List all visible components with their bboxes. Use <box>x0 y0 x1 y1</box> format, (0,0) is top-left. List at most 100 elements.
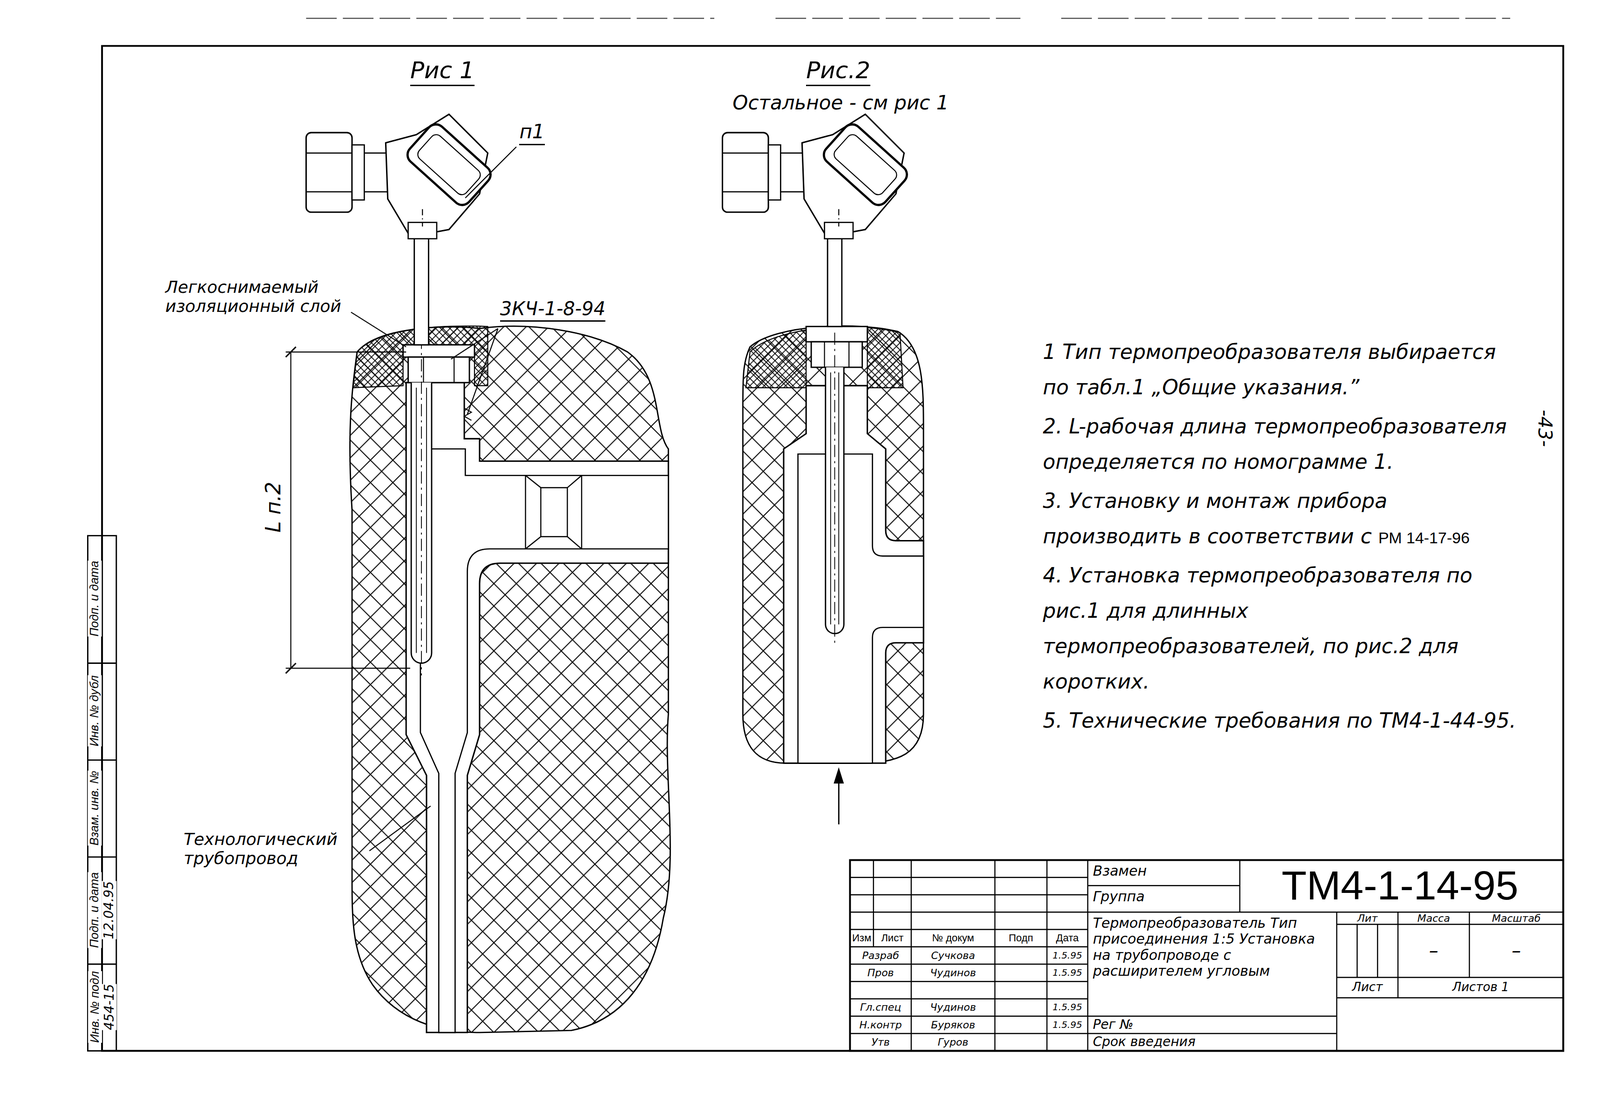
table-cell: 1.5.95 <box>1052 1019 1083 1031</box>
table-header: Лист <box>881 932 904 944</box>
table-cell: 1.5.95 <box>1052 967 1083 979</box>
reference-code: РМ 14-17-96 <box>1378 528 1470 547</box>
figure-title: Рис.2 <box>806 57 871 87</box>
note-paragraph: 3. Установку и монтаж прибора производит… <box>1043 485 1523 557</box>
title-block-field: Взамен <box>1092 863 1147 880</box>
label-holder: п1 <box>519 120 545 146</box>
stamp-header: Инв. № подл <box>88 971 102 1044</box>
note-paragraph: 2. L-рабочая длина термопреобразователя … <box>1043 411 1523 482</box>
label-holder: Технологический трубопровод <box>183 829 373 869</box>
label-holder: Чудинов <box>929 1001 976 1014</box>
table-cell: Чудинов <box>929 1001 976 1014</box>
label-holder: Рис.2 <box>806 57 871 87</box>
label-holder: Утв <box>871 1036 890 1049</box>
table-cell: Разраб <box>861 949 899 962</box>
notes-column: 1 Тип термопреобразователя выбирается по… <box>1043 336 1523 745</box>
document-title: Термопреобразователь Тип присоединения 1… <box>1092 915 1334 980</box>
title-block-field: Масса <box>1417 912 1451 925</box>
label-holder: Листов 1 <box>1452 980 1510 995</box>
table-cell: Буряков <box>930 1019 976 1031</box>
stamp-header: Подп. и дата <box>88 872 102 949</box>
table-cell: 1.5.95 <box>1052 1002 1083 1013</box>
figure-note: Остальное - см рис 1 <box>732 91 949 115</box>
label-holder: Лит <box>1357 912 1378 925</box>
table-cell: Чудинов <box>929 967 976 979</box>
label-holder: Легкоснимаемый изоляционный слой <box>165 277 354 317</box>
label-holder: Изм <box>852 932 872 944</box>
note-text: 3. Установку и монтаж прибора производит… <box>1043 488 1388 549</box>
label-holder: Гуров <box>937 1036 969 1049</box>
label-holder: Лист <box>881 932 904 944</box>
label-holder: Взамен <box>1092 863 1147 880</box>
label-holder: Термопреобразователь Тип присоединения 1… <box>1092 915 1334 980</box>
label-holder: – <box>1511 940 1521 962</box>
label-holder: Подп <box>1008 932 1033 944</box>
label-holder: Н.контр <box>859 1019 902 1031</box>
note-text: 1 Тип термопреобразователя выбирается по… <box>1043 339 1497 400</box>
label-holder: Чудинов <box>929 967 976 979</box>
part-label: 3КЧ-1-8-94 <box>500 298 606 322</box>
label-holder: 1.5.95 <box>1052 967 1083 979</box>
note-paragraph: 5. Технические требования по ТМ4-1-44-95… <box>1043 705 1523 741</box>
label-holder: 1.5.95 <box>1052 950 1083 962</box>
table-cell: Сучкова <box>930 949 976 962</box>
table-header: Подп <box>1008 932 1033 944</box>
table-cell: Утв <box>871 1036 890 1049</box>
label-holder: 454-15 <box>101 983 117 1031</box>
figure-title: Рис 1 <box>410 57 475 87</box>
label-holder: -43- <box>1534 409 1556 448</box>
label-holder: Лист <box>1351 980 1383 995</box>
label-holder: Гл.спец <box>860 1001 902 1014</box>
label-holder: ТМ4-1-14-95 <box>1281 861 1519 909</box>
label-holder: Рег № <box>1092 1017 1134 1033</box>
label-holder: Буряков <box>930 1019 976 1031</box>
label-holder: Пров <box>867 967 895 979</box>
title-block-field: Срок введения <box>1092 1034 1196 1050</box>
label-holder: Срок введения <box>1092 1034 1196 1050</box>
part-label: Технологический трубопровод <box>183 829 373 869</box>
label-holder: 1.5.95 <box>1052 1002 1083 1013</box>
label-holder: Взам. инв. № <box>88 770 102 846</box>
stamp-value: 12.04.95 <box>101 881 117 940</box>
title-block-value: – <box>1511 940 1521 962</box>
table-cell: Н.контр <box>859 1019 902 1031</box>
label-holder: № докум <box>931 932 975 944</box>
label-holder: Инв. № подл <box>88 971 102 1044</box>
part-label: Легкоснимаемый изоляционный слой <box>165 277 354 317</box>
stamp-header: Взам. инв. № <box>88 770 102 846</box>
label-holder: Дата <box>1056 932 1079 944</box>
title-block-field: Масштаб <box>1491 912 1541 925</box>
label-holder: L п.2 <box>261 481 286 533</box>
title-block-field: Группа <box>1092 888 1145 906</box>
note-paragraph: 1 Тип термопреобразователя выбирается по… <box>1043 336 1523 408</box>
table-header: Изм <box>852 932 872 944</box>
title-block-value: – <box>1429 940 1439 962</box>
label-holder: Подп. и дата <box>88 872 102 949</box>
title-block-field: Листов 1 <box>1452 980 1510 995</box>
label-holder: Подп. и дата <box>88 561 102 638</box>
label-holder: Разраб <box>861 949 899 962</box>
title-block-field: Лист <box>1351 980 1383 995</box>
label-holder: Масса <box>1417 912 1451 925</box>
label-holder: – <box>1429 940 1439 962</box>
table-cell: Пров <box>867 967 895 979</box>
note-text: 2. L-рабочая длина термопреобразователя … <box>1043 414 1507 474</box>
label-holder: 1.5.95 <box>1052 1019 1083 1031</box>
label-holder: Группа <box>1092 888 1145 906</box>
label-holder: 3КЧ-1-8-94 <box>500 298 606 322</box>
page-number: -43- <box>1534 409 1556 448</box>
dimension-label: L п.2 <box>261 481 286 533</box>
table-header: № докум <box>931 932 975 944</box>
table-cell: Гл.спец <box>860 1001 902 1014</box>
stamp-header: Инв. № дубл <box>88 675 102 747</box>
title-block-field: Лит <box>1357 912 1378 925</box>
stamp-value: 454-15 <box>101 983 117 1031</box>
label-holder: Масштаб <box>1491 912 1541 925</box>
callout-number: п1 <box>519 120 545 146</box>
note-text: 5. Технические требования по ТМ4-1-44-95… <box>1043 708 1517 733</box>
label-holder: 12.04.95 <box>101 881 117 940</box>
note-paragraph: 4. Установка термопреобразователя по рис… <box>1043 560 1523 702</box>
document-number: ТМ4-1-14-95 <box>1281 861 1519 909</box>
